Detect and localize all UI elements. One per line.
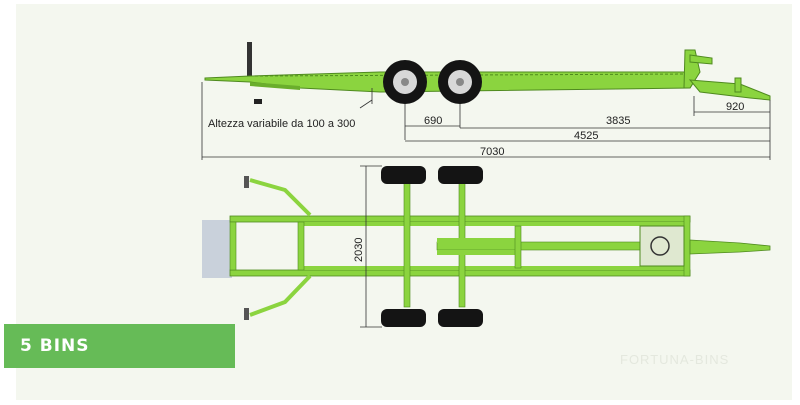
rear-block <box>254 99 262 104</box>
rear-plate <box>202 220 232 278</box>
tire-top-left-2 <box>438 166 483 184</box>
top-view: 2030 <box>202 165 771 328</box>
side-view: Altezza variabile da 100 a 300 690 920 3… <box>201 42 771 160</box>
side-wheel-2 <box>438 60 482 104</box>
tire-top-right-2 <box>438 309 483 327</box>
dim-2030: 2030 <box>353 238 365 262</box>
watermark-text: FORTUNA-BINS <box>620 352 730 367</box>
dim-7030: 7030 <box>480 146 504 158</box>
tongue <box>688 79 771 101</box>
height-note: Altezza variabile da 100 a 300 <box>208 118 355 130</box>
dim-690: 690 <box>424 115 442 127</box>
front-plate <box>639 225 685 267</box>
tire-top-right-1 <box>381 309 426 327</box>
dim-3835: 3835 <box>606 115 630 127</box>
tire-top-left-1 <box>381 166 426 184</box>
dim-920: 920 <box>726 101 744 113</box>
side-wheel-1 <box>383 60 427 104</box>
tongue-top <box>689 239 771 255</box>
rear-post <box>247 42 252 78</box>
bins-badge: 5 BINS <box>4 324 235 368</box>
dim-4525: 4525 <box>574 130 598 142</box>
